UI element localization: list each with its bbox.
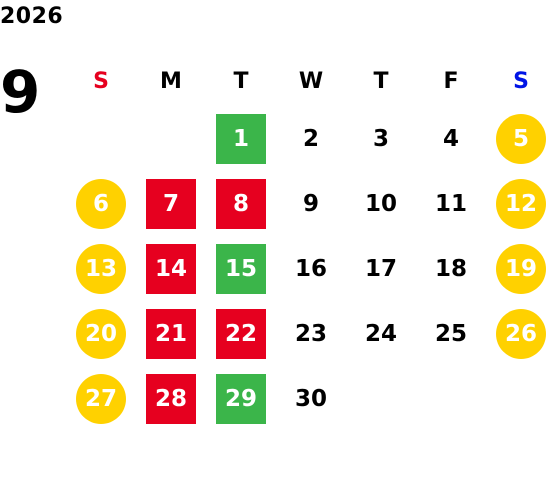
day-number: 12 (496, 178, 546, 229)
day-cell[interactable]: 23 (276, 301, 346, 366)
day-cell[interactable]: 19 (486, 236, 548, 301)
empty-day-cell (346, 366, 416, 431)
empty-day-cell (136, 106, 206, 171)
day-cell[interactable]: 6 (66, 171, 136, 236)
day-number: 14 (146, 243, 196, 294)
empty-day-cell (486, 366, 548, 431)
day-cell[interactable]: 7 (136, 171, 206, 236)
weekday-label-fri: F (443, 68, 459, 94)
day-number: 3 (372, 125, 389, 152)
weekday-cell-wed: W (276, 56, 346, 106)
weekday-cell-fri: F (416, 56, 486, 106)
day-number: 1 (216, 113, 266, 164)
day-cell[interactable]: 4 (416, 106, 486, 171)
day-cell[interactable]: 21 (136, 301, 206, 366)
day-cell[interactable]: 13 (66, 236, 136, 301)
day-cell[interactable]: 16 (276, 236, 346, 301)
weekday-label-tue: T (233, 68, 249, 94)
empty-day-cell (66, 106, 136, 171)
day-number: 7 (146, 178, 196, 229)
weekday-cell-tue: T (206, 56, 276, 106)
day-number: 22 (216, 308, 266, 359)
weekday-label-wed: W (298, 68, 324, 94)
weekday-label-mon: M (160, 68, 182, 94)
day-number: 13 (76, 243, 126, 294)
day-number: 17 (364, 255, 397, 282)
day-cell[interactable]: 22 (206, 301, 276, 366)
weekday-cell-thu: T (346, 56, 416, 106)
day-cell[interactable]: 26 (486, 301, 548, 366)
empty-day-cell (416, 366, 486, 431)
day-cell[interactable]: 9 (276, 171, 346, 236)
day-number: 11 (434, 190, 467, 217)
day-cell[interactable]: 1 (206, 106, 276, 171)
day-number: 21 (146, 308, 196, 359)
day-number: 23 (294, 320, 327, 347)
weekday-cell-mon: M (136, 56, 206, 106)
calendar-year: 2026 (0, 4, 64, 29)
day-number: 27 (76, 373, 126, 424)
day-cell[interactable]: 25 (416, 301, 486, 366)
day-number: 15 (216, 243, 266, 294)
day-number: 20 (76, 308, 126, 359)
day-number: 4 (442, 125, 459, 152)
day-number: 10 (364, 190, 397, 217)
weekday-cell-sat: S (486, 56, 548, 106)
day-number: 29 (216, 373, 266, 424)
weekday-label-thu: T (373, 68, 389, 94)
day-cell[interactable]: 24 (346, 301, 416, 366)
day-cell[interactable]: 18 (416, 236, 486, 301)
day-number: 8 (216, 178, 266, 229)
day-number: 28 (146, 373, 196, 424)
day-number: 18 (434, 255, 467, 282)
day-number: 26 (496, 308, 546, 359)
day-cell[interactable]: 15 (206, 236, 276, 301)
day-number: 5 (496, 113, 546, 164)
day-number: 2 (302, 125, 319, 152)
day-number: 24 (364, 320, 397, 347)
day-cell[interactable]: 28 (136, 366, 206, 431)
day-cell[interactable]: 3 (346, 106, 416, 171)
day-cell[interactable]: 27 (66, 366, 136, 431)
day-number: 25 (434, 320, 467, 347)
day-cell[interactable]: 17 (346, 236, 416, 301)
day-number: 30 (294, 385, 327, 412)
weekday-label-sun: S (93, 68, 109, 94)
day-cell[interactable]: 10 (346, 171, 416, 236)
day-cell[interactable]: 30 (276, 366, 346, 431)
calendar-month: 9 (0, 58, 41, 126)
day-cell[interactable]: 8 (206, 171, 276, 236)
day-number: 16 (294, 255, 327, 282)
day-cell[interactable]: 20 (66, 301, 136, 366)
day-cell[interactable]: 12 (486, 171, 548, 236)
day-cell[interactable]: 5 (486, 106, 548, 171)
day-number: 9 (302, 190, 319, 217)
day-cell[interactable]: 2 (276, 106, 346, 171)
day-cell[interactable]: 11 (416, 171, 486, 236)
day-number: 6 (76, 178, 126, 229)
weekday-cell-sun: S (66, 56, 136, 106)
day-number: 19 (496, 243, 546, 294)
day-cell[interactable]: 29 (206, 366, 276, 431)
weekday-label-sat: S (513, 68, 529, 94)
day-cell[interactable]: 14 (136, 236, 206, 301)
